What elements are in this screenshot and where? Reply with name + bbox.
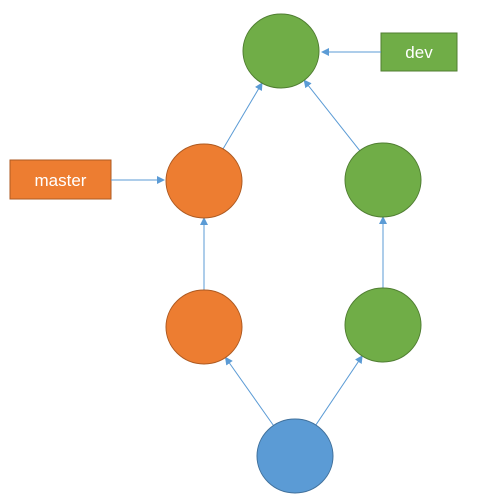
master-label-text: master [35,171,87,190]
dev-label-text: dev [405,43,433,62]
dev-label: dev [380,32,458,72]
edge-root-to-master-base [224,356,274,426]
edge-root-to-dev-base [315,355,363,426]
commit-node-top [242,13,320,89]
commit-node-dev-head [344,142,422,218]
master-label: master [9,159,112,200]
commit-node-dev-base [344,287,422,363]
edge-dev-head-to-top [303,79,361,151]
commit-node-root [256,418,334,494]
commit-node-master-base [165,289,243,365]
edge-master-head-to-top [222,82,263,150]
commit-node-master-head [165,143,243,219]
